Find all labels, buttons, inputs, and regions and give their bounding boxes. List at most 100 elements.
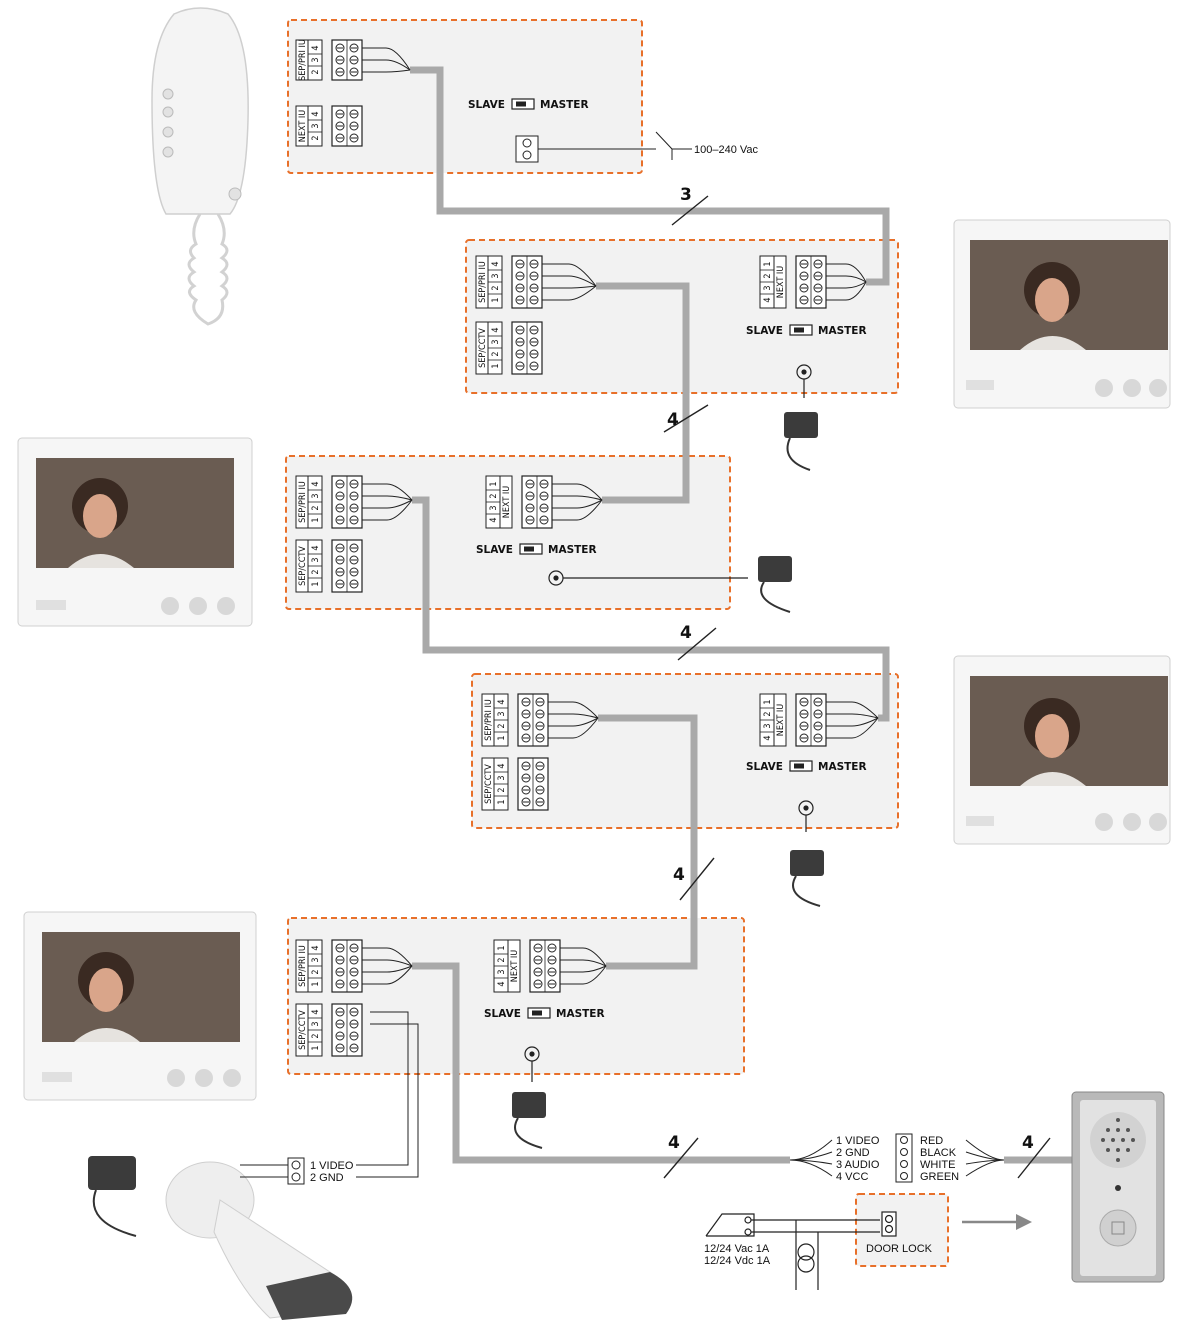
power-adapter-icon [758,556,792,613]
terminal-block-name: NEXT IU [776,704,786,736]
terminal-block-label-box: SEP/PRI IU [295,39,309,81]
terminal-number: 2 [311,569,321,574]
switch-master-label: MASTER [556,1008,605,1020]
terminal-number: 4 [311,1009,321,1014]
power-jack-icon [796,364,812,398]
video-monitor-1 [953,219,1171,409]
switch-slave-label: SLAVE [484,1008,521,1020]
terminal-number: 4 [311,481,321,486]
switch-master-label: MASTER [818,325,867,337]
terminal-block-name: SEP/PRI IU [484,699,494,741]
fan-wire [552,499,603,509]
door-lock-supply-ac: 12/24 Vac 1A [704,1243,770,1255]
switch-master-label: MASTER [818,761,867,773]
terminal-block-label-box: SEP/PRI IU [475,255,489,309]
video-monitor-4 [23,911,257,1101]
wire-color-2: BLACK [920,1147,957,1159]
terminal-block-name: NEXT IU [510,950,520,982]
terminal-block-label-box: NEXT IU [773,693,787,747]
terminal-number: 1 [311,581,321,586]
fan-wire [362,495,413,501]
terminal-number: 3 [311,557,321,562]
fan-wire [548,717,599,727]
switch-slave-label: SLAVE [746,325,783,337]
audio-handset [151,7,249,326]
terminal-block-label-box: SEP/CCTV [481,757,495,811]
power-jack-icon [798,800,814,832]
terminal-block-label-box: NEXT IU [295,105,309,147]
video-monitor-2 [17,437,253,627]
power-adapter-icon [784,412,818,471]
fan-wire [560,947,607,967]
terminal-number: 4 [491,327,501,332]
terminal-block-label-box: NEXT IU [773,255,787,309]
fan-wire [362,965,413,985]
terminal-number: 1 [497,735,507,740]
terminal-number: 3 [311,957,321,962]
terminal-number: 3 [491,339,501,344]
terminal-block-label-box: SEP/PRI IU [481,693,495,747]
terminal-number: 2 [311,505,321,510]
door-panel-terminal [895,1133,913,1183]
fan-wire [542,263,597,287]
fan-wire [362,47,411,71]
door-lock-label: DOOR LOCK [866,1243,933,1255]
camera-term-2: 2 GND [310,1172,344,1184]
switch-master-label: MASTER [548,544,597,556]
terminal-block-label-box: SEP/PRI IU [295,475,309,529]
terminal-block-name: NEXT IU [298,110,308,142]
door-lock-wiring [705,1211,897,1290]
terminal-number: 1 [497,799,507,804]
terminal-number: 4 [497,763,507,768]
terminal-number: 3 [763,285,773,290]
terminal-number: 4 [763,297,773,302]
terminal-number: 3 [311,123,321,128]
terminal-number: 1 [763,699,773,704]
terminal-block-name: NEXT IU [502,486,512,518]
terminal-number: 4 [763,735,773,740]
slave-master-switch [511,98,535,110]
cable-2-3 [596,282,690,504]
terminal-number: 3 [497,775,507,780]
terminal-block-name: NEXT IU [776,266,786,298]
module-panel-2 [465,239,899,394]
fan-wire [362,947,413,967]
terminal-block-label-box: NEXT IU [507,939,521,993]
terminal-number: 4 [311,945,321,950]
terminal-number: 3 [311,493,321,498]
terminal-block-name: SEP/CCTV [484,764,494,804]
fan-wire [548,701,599,719]
door-term-3: 3 AUDIO [836,1159,880,1171]
mains-voltage-label: 100–240 Vac [694,144,759,156]
arrow-right-icon [962,1214,1032,1230]
terminal-block-name: SEP/PRI IU [478,261,488,303]
terminal-number: 2 [311,969,321,974]
terminal-number: 1 [497,945,507,950]
terminal-number: 2 [489,493,499,498]
fan-wire [362,69,411,73]
terminal-number: 2 [497,957,507,962]
terminal-number: 1 [311,1045,321,1050]
bus-cables [410,66,1072,1164]
cable-count-6: 4 [1022,1133,1034,1153]
fan-wire [826,281,867,289]
cable-3-4 [412,496,890,722]
module-panel-4 [471,673,899,829]
power-jack-icon [524,1046,540,1082]
door-term-2: 2 GND [836,1147,870,1159]
cable-count-2: 4 [667,410,679,430]
terminal-number: 2 [311,69,321,74]
camera-term-1: 1 VIDEO [310,1160,354,1172]
switch-master-label: MASTER [540,99,589,111]
terminal-number: 2 [763,711,773,716]
fan-wire [552,495,603,501]
terminal-number: 3 [497,969,507,974]
